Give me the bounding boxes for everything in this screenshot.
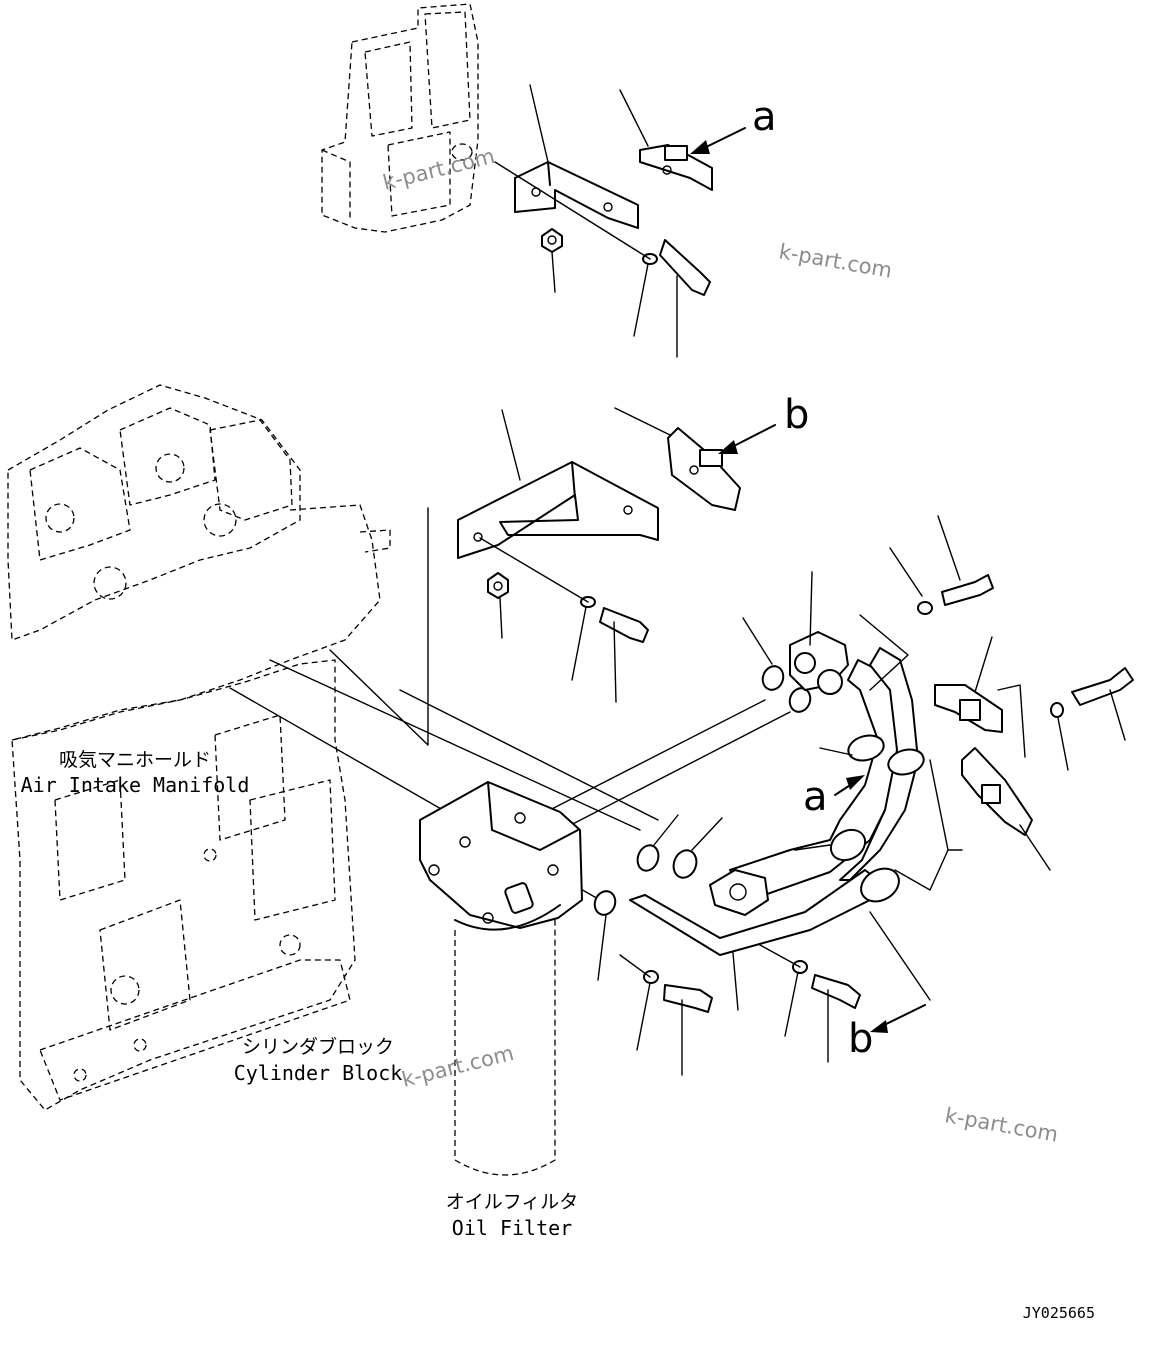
cylinder-block-label: シリンダブロック Cylinder Block [234,1035,403,1085]
svg-text:シリンダブロック: シリンダブロック [242,1035,394,1058]
pipe-reference-a: a [803,774,865,820]
oil-filter-drawing [419,781,583,1176]
svg-text:b: b [784,392,809,438]
cylinder-block-drawing [11,659,356,1111]
o-rings [593,617,812,981]
mounting-bracket-housing [321,3,479,233]
pipe-clamp-upper [934,636,1026,758]
upper-support-bracket [514,84,639,229]
oil-pipe-assembly [629,571,963,1011]
oil-filter-label: オイルフィルタ Oil Filter [446,1191,579,1240]
air-intake-manifold-label: 吸気マニホールド Air Intake Manifold [21,749,250,797]
pipe-reference-b: b [848,1004,926,1062]
svg-text:a: a [752,94,777,140]
upper-fasteners [494,161,711,358]
svg-text:a: a [803,774,828,820]
svg-text:吸気マニホールド: 吸気マニホールド [59,749,211,771]
drawing-number: JY025665 [1023,1304,1095,1322]
upper-clamp-plate [619,89,713,191]
watermark-2: k-part.com [777,239,894,282]
svg-text:b: b [848,1016,873,1062]
svg-text:オイルフィルタ: オイルフィルタ [446,1191,579,1213]
watermark-1: k-part.com [380,144,497,195]
middle-clamp-plate [614,407,741,511]
air-intake-manifold-drawing [7,384,391,741]
middle-support-bracket [457,409,659,559]
svg-text:Cylinder Block: Cylinder Block [234,1061,403,1085]
svg-text:Oil Filter: Oil Filter [452,1216,572,1240]
pipe-clamp-lower [961,747,1051,871]
watermark-4: k-part.com [943,1103,1060,1146]
pipe-fasteners [619,515,1134,1076]
watermark-3: k-part.com [399,1041,516,1092]
middle-fasteners [479,537,649,703]
svg-text:Air Intake Manifold: Air Intake Manifold [21,773,250,797]
middle-reference-b: b [718,392,809,454]
top-reference-a: a [690,94,777,154]
